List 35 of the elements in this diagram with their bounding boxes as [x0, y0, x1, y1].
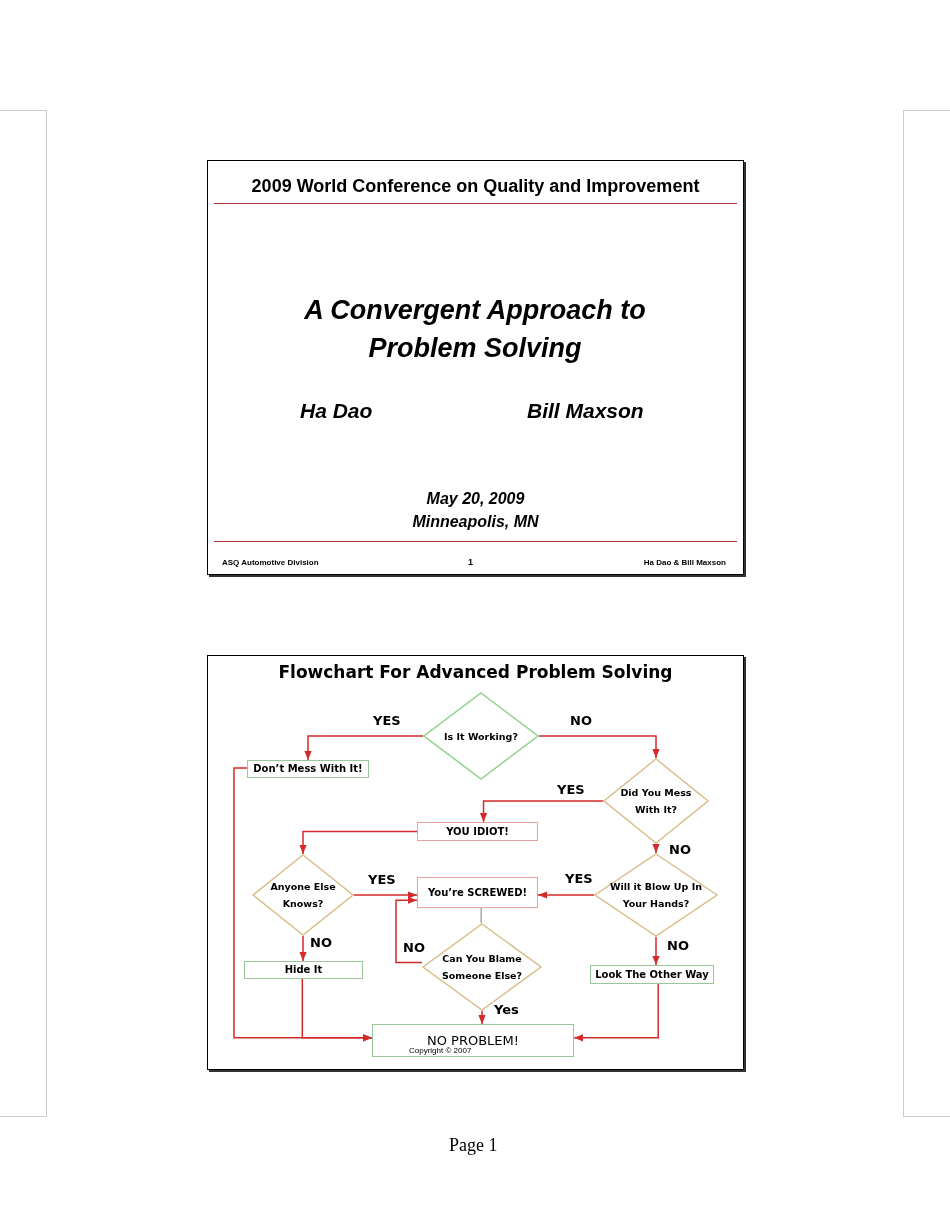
arrow — [652, 843, 660, 854]
process-box: You’re SCREWED! — [417, 877, 538, 908]
decision-diamond: Will it Blow Up In Your Hands? — [594, 853, 718, 937]
arrow — [395, 896, 423, 964]
presentation-title: A Convergent Approach to Problem Solving — [303, 294, 647, 365]
process-box: Hide It — [244, 961, 363, 979]
arrow — [353, 891, 418, 899]
slide-number: 1 — [468, 556, 473, 569]
arrow — [478, 1010, 486, 1025]
connector-line — [480, 907, 482, 924]
arrow — [479, 800, 604, 823]
flowchart-title: Flowchart For Advanced Problem Solving — [277, 661, 674, 684]
arrow — [537, 891, 595, 899]
copyright-text: Copyright © 2007 — [409, 1045, 472, 1057]
location-text: Minneapolis, MN — [411, 512, 540, 532]
decision-diamond: Did You Mess With It? — [603, 758, 709, 844]
date-text: May 20, 2009 — [425, 489, 526, 509]
process-box: Look The Other Way — [590, 965, 714, 984]
author-name: Ha Dao — [300, 398, 373, 424]
arrow — [304, 735, 424, 761]
arrow — [538, 735, 660, 759]
conference-heading: 2009 World Conference on Quality and Improvement — [250, 175, 701, 198]
process-box: Don’t Mess With It! — [247, 760, 369, 778]
process-box: YOU IDIOT! — [417, 822, 538, 841]
arrow — [299, 935, 307, 962]
author-name: Bill Maxson — [527, 398, 644, 424]
arrow — [652, 936, 660, 966]
arrow — [299, 830, 418, 855]
page-number: Page 1 — [449, 1134, 498, 1157]
decision-diamond: Is It Working? — [423, 692, 539, 780]
arrow — [573, 983, 659, 1042]
decision-diamond: Anyone Else Knows? — [252, 854, 354, 936]
footer-text: Ha Dao & Bill Maxson — [643, 557, 726, 569]
footer-text: ASQ Automotive Division — [222, 557, 319, 569]
arrow — [233, 767, 373, 1042]
